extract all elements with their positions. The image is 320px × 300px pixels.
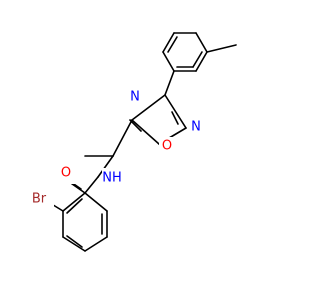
bond xyxy=(164,94,187,129)
bond xyxy=(112,119,133,157)
methyl-bond xyxy=(206,44,237,53)
bond xyxy=(97,155,114,178)
bond xyxy=(66,235,83,248)
bond xyxy=(162,32,175,53)
bond xyxy=(62,236,86,252)
bromobenzene-ring xyxy=(44,192,108,252)
bond xyxy=(62,192,86,212)
atom-label-nitrogen-amide: NH xyxy=(102,171,122,186)
atom-mask xyxy=(127,88,143,106)
molecule-canvas: O NH N N O Br xyxy=(28,32,237,252)
bond xyxy=(66,198,83,214)
atom-label-nitrogen-ring-right: N xyxy=(191,120,201,135)
bond xyxy=(84,236,108,252)
bond xyxy=(164,70,175,96)
bond xyxy=(131,94,166,121)
oxadiazole-ring xyxy=(129,94,187,145)
atom-mask xyxy=(56,164,76,184)
bond xyxy=(195,51,208,72)
bond xyxy=(167,36,178,53)
bond xyxy=(84,176,99,194)
molecule-structure: O NH N N O Br xyxy=(28,32,237,252)
tolyl-ring xyxy=(162,32,237,72)
atom-label-nitrogen-ring-top: N xyxy=(130,90,140,105)
bond xyxy=(192,51,203,68)
bond xyxy=(171,111,179,125)
atom-mask xyxy=(102,168,128,186)
bond xyxy=(131,119,160,145)
atom-mask xyxy=(159,137,175,155)
atom-label-oxygen-carbonyl: O xyxy=(61,166,71,181)
atom-mask xyxy=(188,118,204,136)
atom-label-bromine: Br xyxy=(32,192,47,207)
bond xyxy=(162,51,175,72)
atom-mask xyxy=(28,190,54,208)
bond xyxy=(195,32,208,53)
bond xyxy=(84,192,108,212)
atom-label-oxygen-ring: O xyxy=(162,139,172,154)
